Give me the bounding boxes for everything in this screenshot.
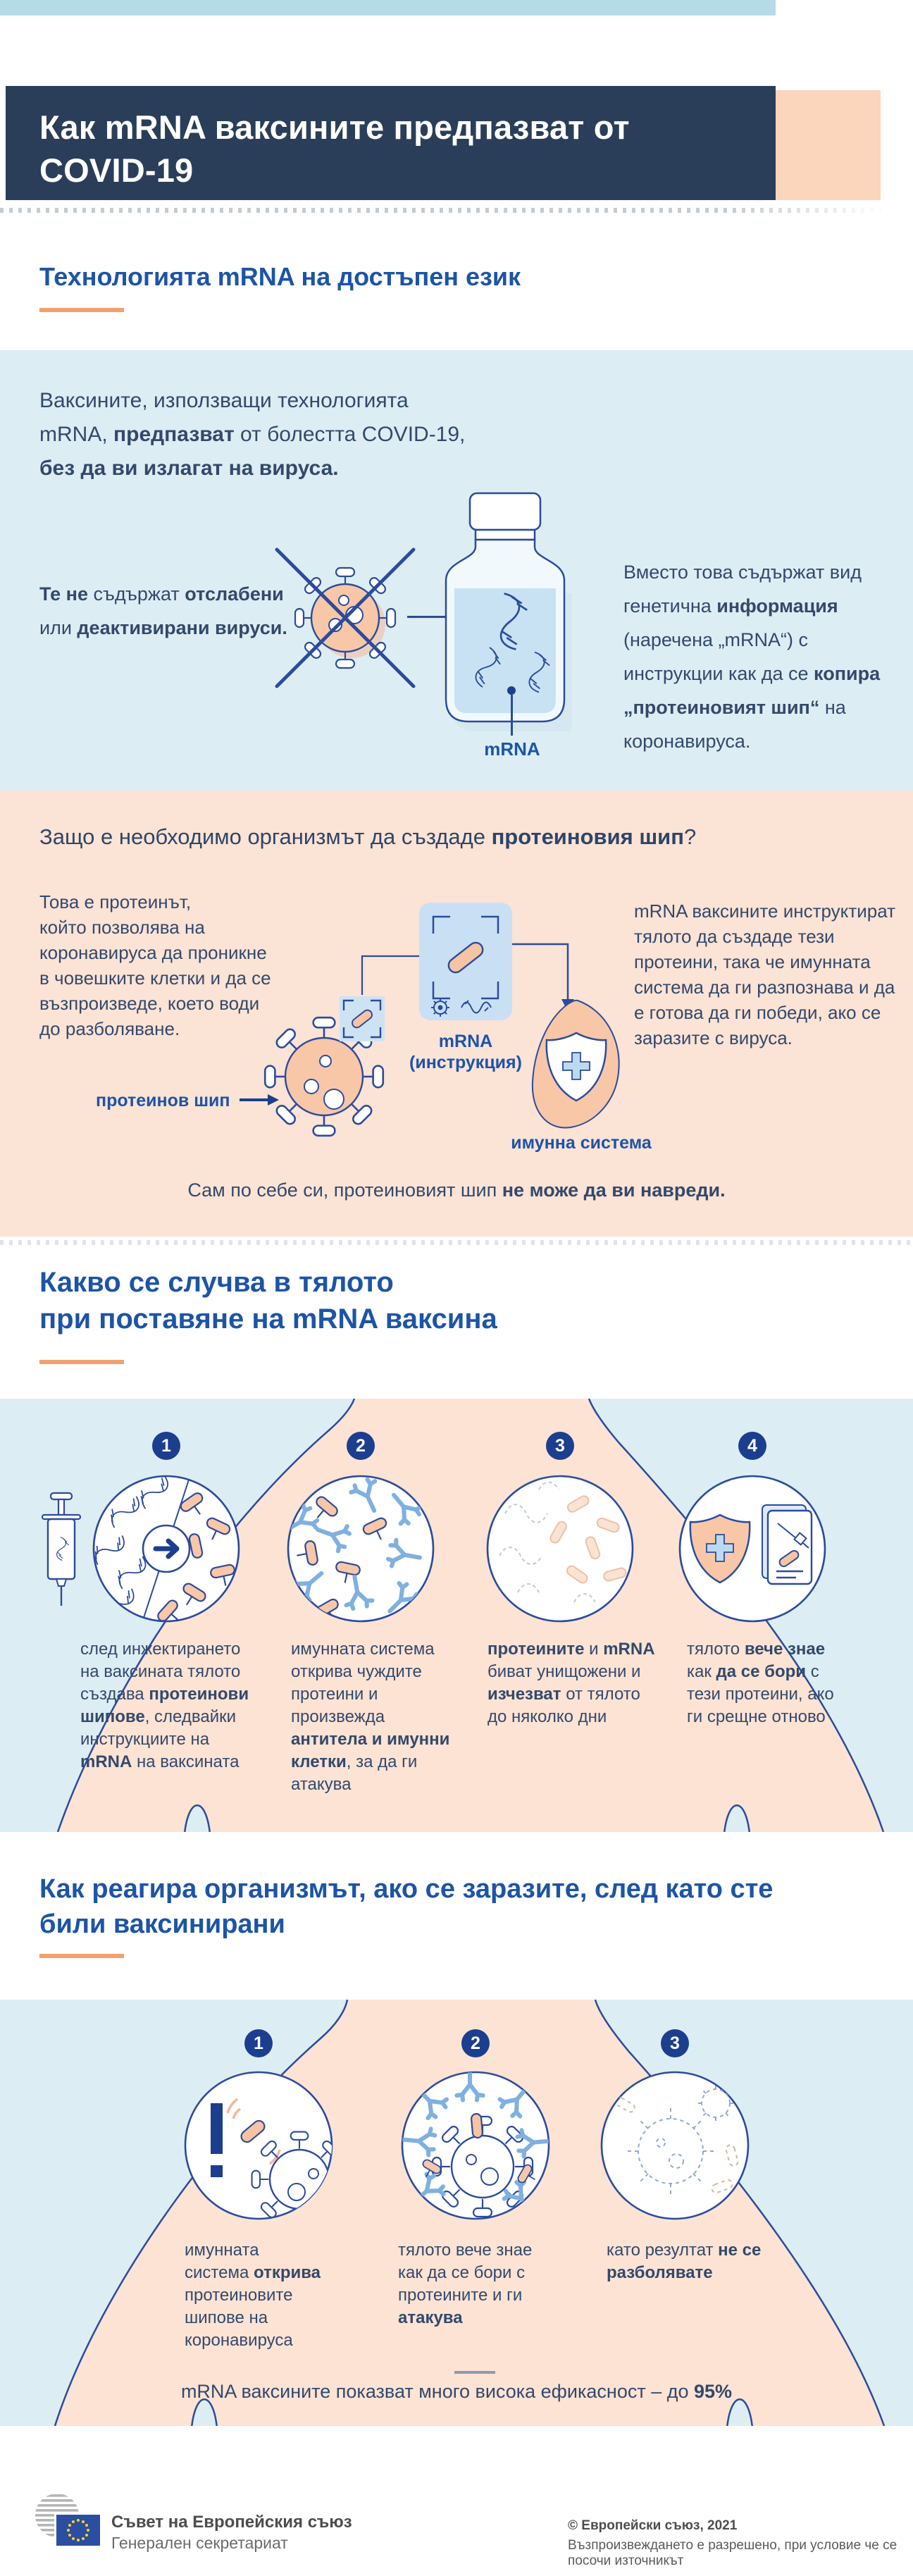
label-leader-line <box>511 695 513 736</box>
reaction1-detection-icon <box>184 2071 333 2220</box>
immune-system-label: имунна система <box>511 1133 652 1153</box>
reaction3-no-illness-icon <box>600 2071 750 2220</box>
step-number: 1 <box>152 1432 180 1460</box>
vaccination-card-icon <box>762 1504 813 1585</box>
org-name: Съвет на Европейския съюз <box>111 2513 352 2532</box>
step-number: 3 <box>661 2029 689 2057</box>
connector-line <box>407 616 469 618</box>
section-heading-why: Защо е необходимо организмът да създаде … <box>39 824 697 849</box>
spike-harmless-note: Сам по себе си, протеиновият шип не може… <box>187 1179 726 1201</box>
step-number: 3 <box>546 1432 574 1460</box>
coronavirus-icon <box>263 1016 385 1137</box>
immune-shield-icon <box>531 999 620 1129</box>
step3-disappearing-icon <box>486 1475 634 1623</box>
spike-highlight <box>340 996 385 1041</box>
arrow-right-icon <box>240 1094 279 1106</box>
heading-underline <box>39 1360 124 1364</box>
heading-underline <box>39 308 124 312</box>
dotted-divider-top <box>0 208 889 213</box>
step4-immunity-icon <box>678 1475 826 1623</box>
step1-injection-icon <box>92 1475 240 1623</box>
mrna-card-label: mRNA(инструкция) <box>409 1032 522 1072</box>
mrna-instruction-card-icon <box>419 903 512 1020</box>
council-eu-logo <box>35 2494 102 2548</box>
vial-label: mRNA <box>484 738 540 760</box>
step2-antibodies-icon <box>287 1475 435 1623</box>
copyright-text: © Европейски съюз, 2021 <box>568 2518 738 2533</box>
small-divider <box>454 2371 495 2374</box>
vaccine-vial-icon <box>445 492 572 731</box>
header-accent-block <box>776 90 881 200</box>
reaction2-attack-icon <box>401 2071 550 2220</box>
header-accent-bar <box>0 0 776 16</box>
gear-icon <box>431 998 449 1017</box>
dotted-divider-middle <box>0 1240 913 1245</box>
exclamation-icon <box>211 2103 223 2177</box>
license-text: Възпроизвеждането е разрешено, при услов… <box>568 2538 898 2568</box>
crossed-virus-icon <box>275 547 416 688</box>
efficacy-note: mRNA ваксините показват много висока ефи… <box>180 2381 733 2402</box>
section-heading-technology: Технологията mRNA на достъпен език <box>39 262 521 291</box>
step-number: 2 <box>461 2029 490 2057</box>
spike-protein-label: протеинов шип <box>96 1091 230 1110</box>
wave-icon <box>461 1000 492 1014</box>
step-number: 2 <box>347 1432 375 1460</box>
syringe-icon <box>41 1492 82 1606</box>
shield-icon <box>689 1513 751 1584</box>
spike-mrna-immune-illustration <box>263 903 620 1137</box>
section-heading-reaction: Как реагира организмът, ако се заразите,… <box>39 1874 774 1939</box>
section-why-spike: Защо е необходимо организмът да създаде … <box>0 791 913 1237</box>
step-number: 4 <box>738 1432 766 1460</box>
org-department: Генерален секретариат <box>111 2534 288 2552</box>
step-number: 1 <box>244 2029 273 2057</box>
heading-underline <box>39 1954 124 1958</box>
mrna-dot <box>507 686 516 695</box>
section-reaction: 1 2 3 <box>0 2000 913 2426</box>
section-what-happens: 1 2 3 4 <box>0 1399 913 1832</box>
